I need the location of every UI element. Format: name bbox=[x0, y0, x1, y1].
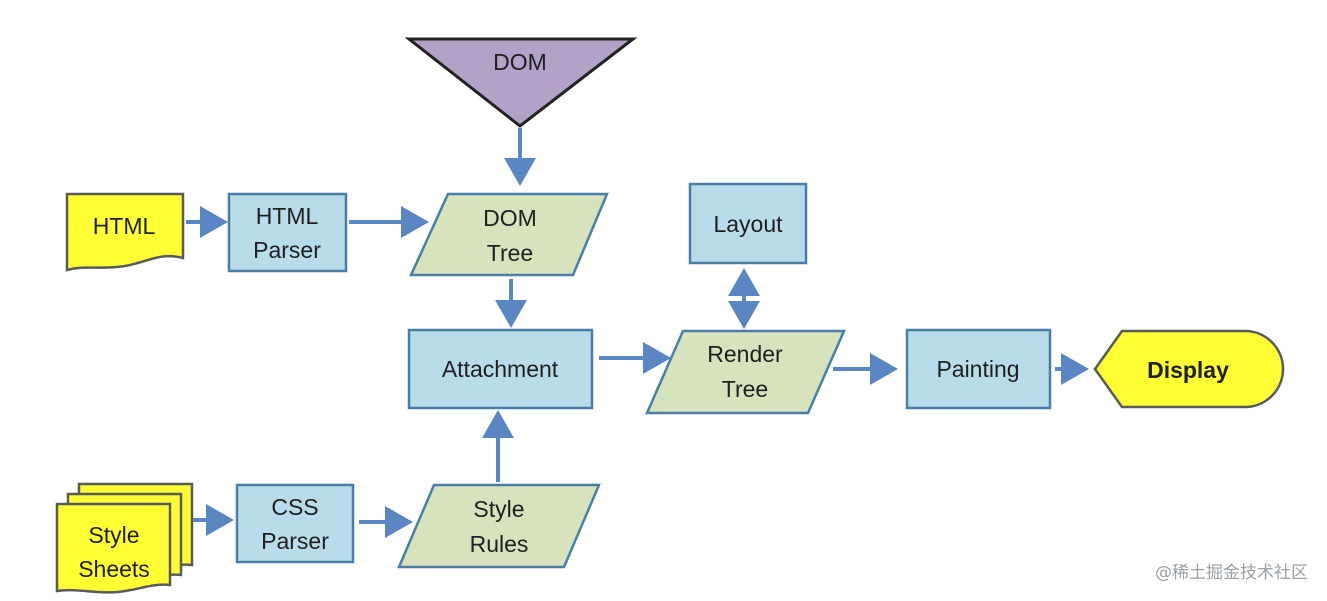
html-parser-label-line1: HTML bbox=[256, 203, 319, 229]
painting-node: Painting bbox=[905, 328, 1052, 410]
css-parser-label-line1: CSS bbox=[271, 494, 318, 520]
dom-triangle bbox=[404, 37, 638, 128]
render-tree-node: Render Tree bbox=[645, 329, 846, 415]
attachment-node: Attachment bbox=[407, 328, 594, 410]
display-node: Display bbox=[1093, 329, 1285, 409]
css-parser-node: CSS Parser bbox=[235, 483, 355, 564]
style-sheets-label-line1: Style bbox=[88, 522, 139, 548]
style-rules-label-line2: Rules bbox=[470, 531, 529, 557]
dom-tree-node: DOM Tree bbox=[409, 192, 609, 277]
style-rules-shape bbox=[397, 483, 601, 569]
style-sheets-node: Style Sheets bbox=[55, 482, 194, 594]
dom-tree-shape bbox=[409, 192, 609, 277]
arrows bbox=[186, 128, 1089, 538]
painting-label: Painting bbox=[936, 356, 1019, 382]
display-shape bbox=[1093, 329, 1285, 409]
html-document-node: HTML bbox=[65, 192, 185, 272]
watermark-text: @稀土掘金技术社区 bbox=[1155, 563, 1308, 583]
css-parser-label-line2: Parser bbox=[261, 528, 329, 554]
attachment-label: Attachment bbox=[442, 356, 559, 382]
render-tree-label-line1: Render bbox=[707, 341, 783, 367]
dom-node: DOM bbox=[404, 37, 638, 128]
attachment-box bbox=[407, 328, 594, 410]
html-document-shape bbox=[65, 192, 185, 272]
layout-box bbox=[688, 182, 808, 265]
style-rules-node: Style Rules bbox=[397, 483, 601, 569]
html-parser-node: HTML Parser bbox=[227, 192, 348, 273]
html-label: HTML bbox=[93, 213, 156, 239]
painting-box bbox=[905, 328, 1052, 410]
style-sheets-label-line2: Sheets bbox=[78, 556, 150, 582]
html-parser-label-line2: Parser bbox=[253, 237, 321, 263]
html-parser-box bbox=[227, 192, 348, 273]
css-parser-box bbox=[235, 483, 355, 564]
render-tree-label-line2: Tree bbox=[722, 376, 768, 402]
dom-tree-label-line1: DOM bbox=[483, 205, 537, 231]
display-label: Display bbox=[1147, 357, 1229, 383]
layout-node: Layout bbox=[688, 182, 808, 265]
dom-label: DOM bbox=[493, 49, 547, 75]
dom-tree-label-line2: Tree bbox=[487, 240, 533, 266]
layout-label: Layout bbox=[713, 211, 783, 237]
style-sheets-page-front bbox=[55, 502, 172, 594]
style-rules-label-line1: Style bbox=[473, 496, 524, 522]
render-tree-shape bbox=[645, 329, 846, 415]
